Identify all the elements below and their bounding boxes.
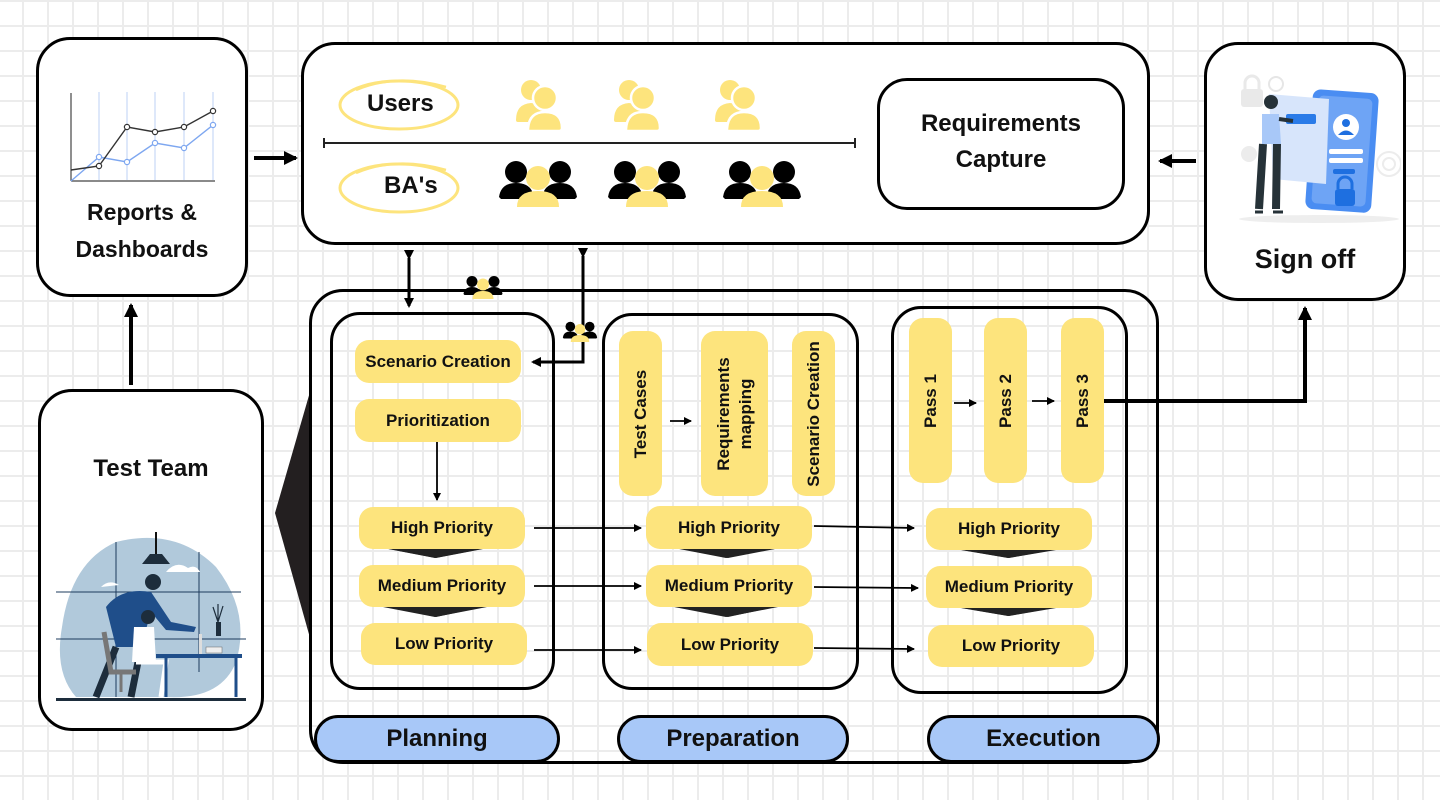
pass-3-label: Pass 3 <box>1072 373 1092 428</box>
pass-2-label: Pass 2 <box>995 373 1015 428</box>
users-bas-divider <box>323 138 856 148</box>
exec-pass-3[interactable]: Pass 3 <box>1061 318 1104 483</box>
users-label: Users <box>367 90 434 117</box>
planning-medium-priority[interactable]: Medium Priority <box>359 565 525 607</box>
planning-low-priority[interactable]: Low Priority <box>361 623 527 665</box>
planning-column <box>330 312 555 690</box>
exec-low-priority[interactable]: Low Priority <box>928 625 1094 667</box>
ba-team-icon <box>498 157 578 207</box>
phase-preparation[interactable]: Preparation <box>617 715 849 763</box>
bas-label: BA's <box>384 172 438 199</box>
prep-scenario-creation-label: Scenario Creation <box>803 340 823 487</box>
test-team-title: Test Team <box>93 455 209 482</box>
team-at-desk-illustration <box>56 532 246 701</box>
ba-team-icon <box>562 320 598 342</box>
test-team-card[interactable]: Test Team <box>38 389 264 731</box>
pass-1-label: Pass 1 <box>920 373 940 428</box>
mapping-line1: Requirements <box>713 356 733 471</box>
reports-title: Reports & Dashboards <box>39 198 245 264</box>
planning-high-priority[interactable]: High Priority <box>359 507 525 549</box>
capture-line1: Requirements <box>920 110 1082 137</box>
users-oval-highlight <box>338 79 460 131</box>
reports-title-line1: Reports & <box>87 199 197 225</box>
signoff-title: Sign off <box>1254 244 1356 274</box>
planning-scenario-creation[interactable]: Scenario Creation <box>355 340 521 383</box>
requirements-capture-box[interactable]: Requirements Capture <box>877 78 1125 210</box>
exec-pass-2[interactable]: Pass 2 <box>984 318 1027 483</box>
users-icon <box>713 78 763 133</box>
test-cases-label: Test Cases <box>630 369 650 458</box>
phase-execution[interactable]: Execution <box>927 715 1160 763</box>
requirements-panel: Users BA's Requirements Capture <box>301 42 1150 245</box>
reports-title-line2: Dashboards <box>75 235 209 262</box>
preparation-column <box>602 313 859 690</box>
prep-test-cases[interactable]: Test Cases <box>619 331 662 496</box>
exec-pass-1[interactable]: Pass 1 <box>909 318 952 483</box>
requirements-mapping-label: Requirements mapping <box>712 357 756 470</box>
prep-low-priority[interactable]: Low Priority <box>647 623 813 666</box>
funnel-triangle <box>275 385 312 645</box>
ba-team-icon <box>607 157 687 207</box>
users-icon <box>514 78 564 133</box>
bas-oval-highlight <box>338 162 460 214</box>
execution-column <box>891 306 1128 694</box>
phase-planning[interactable]: Planning <box>314 715 560 763</box>
prep-scenario-creation[interactable]: Scenario Creation <box>792 331 835 496</box>
exec-medium-priority[interactable]: Medium Priority <box>926 566 1092 608</box>
capture-line2: Capture <box>955 146 1047 173</box>
ba-team-icon <box>463 274 503 299</box>
ba-team-icon <box>722 157 802 207</box>
users-icon <box>612 78 662 133</box>
prep-high-priority[interactable]: High Priority <box>646 506 812 549</box>
signoff-card[interactable]: Sign off <box>1204 42 1406 301</box>
prep-medium-priority[interactable]: Medium Priority <box>646 565 812 607</box>
prep-requirements-mapping[interactable]: Requirements mapping <box>701 331 768 496</box>
mapping-line2: mapping <box>735 378 755 449</box>
exec-high-priority[interactable]: High Priority <box>926 508 1092 550</box>
reports-dashboards-card[interactable]: Reports & Dashboards <box>36 37 248 297</box>
secure-login-illustration <box>1239 74 1401 223</box>
line-chart-icon <box>70 92 217 182</box>
planning-prioritization[interactable]: Prioritization <box>355 399 521 442</box>
requirements-capture-title: Requirements Capture <box>880 109 1122 175</box>
